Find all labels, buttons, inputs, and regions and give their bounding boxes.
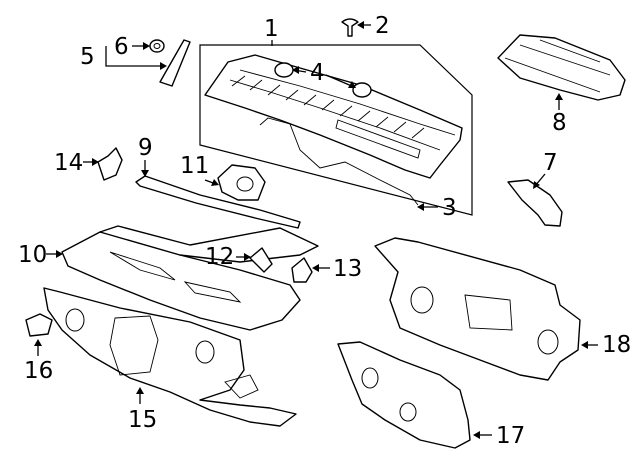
callout-4: 4: [310, 60, 325, 86]
callout-15: 15: [128, 407, 157, 433]
bracket-part-14[interactable]: [97, 147, 123, 181]
callout-14: 14: [54, 150, 83, 176]
callout-13: 13: [333, 256, 362, 282]
callout-8: 8: [552, 110, 567, 136]
insulator-part-11[interactable]: [217, 164, 266, 201]
clip-part-2[interactable]: [341, 18, 359, 37]
clip-part-13[interactable]: [291, 257, 313, 283]
grommet-a[interactable]: [274, 62, 294, 78]
callout-7: 7: [543, 150, 558, 176]
seal-strip-part-5[interactable]: [159, 39, 191, 87]
callout-18: 18: [602, 332, 631, 358]
dash-panel-part-15[interactable]: [43, 287, 297, 427]
seal-strip-part-9[interactable]: [135, 175, 301, 229]
callout-3: 3: [442, 195, 457, 221]
callout-10: 10: [18, 242, 47, 268]
callout-16: 16: [24, 358, 53, 384]
insulator-part-17[interactable]: [337, 341, 471, 449]
insulator-part-18[interactable]: [374, 237, 581, 381]
part-1-group-box: [199, 44, 473, 216]
callout-17: 17: [496, 423, 525, 449]
clip-part-12[interactable]: [249, 247, 273, 273]
clip-part-16[interactable]: [25, 313, 53, 337]
cover-part-8[interactable]: [497, 34, 626, 101]
callout-2: 2: [375, 13, 390, 39]
callout-6: 6: [114, 34, 129, 60]
callout-11: 11: [180, 153, 209, 179]
callout-1: 1: [264, 16, 279, 42]
callout-5: 5: [80, 44, 95, 70]
grommet-b[interactable]: [352, 82, 372, 98]
callout-12: 12: [205, 244, 234, 270]
callout-9: 9: [138, 135, 153, 161]
cowl-top-panel[interactable]: [204, 54, 463, 206]
